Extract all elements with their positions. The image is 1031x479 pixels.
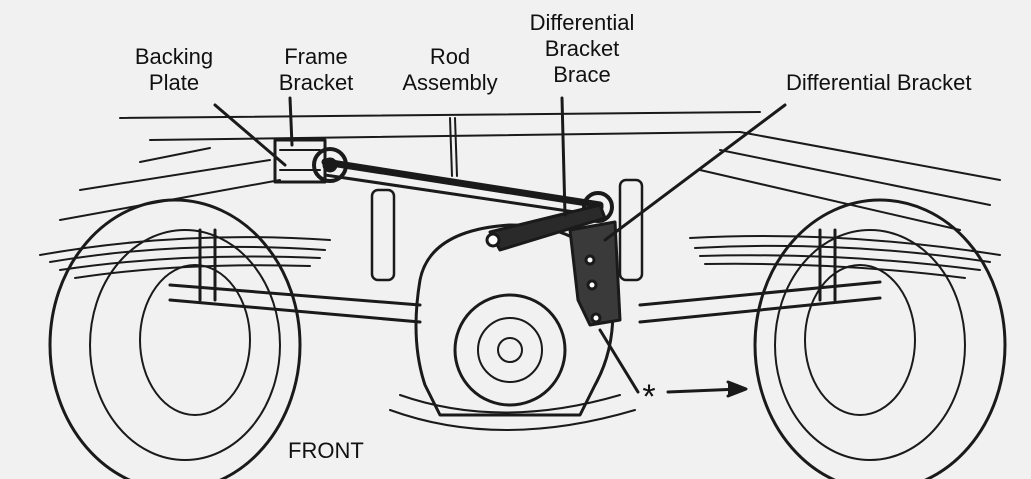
asterisk-marker: * bbox=[642, 378, 656, 416]
left-leaf-spring bbox=[39, 228, 331, 302]
label-rod-assembly: Rod Assembly bbox=[384, 44, 516, 96]
frame-bracket bbox=[273, 138, 327, 184]
label-line: Brace bbox=[553, 62, 611, 87]
label-front: FRONT bbox=[288, 438, 364, 463]
right-tire bbox=[753, 198, 1007, 479]
label-line: Plate bbox=[148, 70, 200, 95]
label-line: Rod bbox=[429, 44, 471, 69]
leader-lines bbox=[213, 96, 787, 394]
arrow-icon bbox=[666, 380, 748, 398]
label-frame-bracket: Frame Bracket bbox=[246, 44, 386, 96]
label-differential-bracket: Differential Bracket bbox=[786, 70, 972, 95]
rod-assembly bbox=[312, 147, 614, 223]
label-line: Differential bbox=[529, 10, 635, 35]
frame-rails bbox=[59, 111, 1001, 231]
label-backing-plate: Backing Plate bbox=[104, 44, 244, 96]
label-line: Bracket bbox=[544, 36, 620, 61]
label-line: Frame bbox=[284, 44, 348, 69]
left-tire bbox=[48, 198, 302, 479]
differential-bracket-brace bbox=[485, 203, 607, 252]
right-leaf-spring bbox=[689, 228, 1001, 302]
differential-bracket bbox=[568, 220, 622, 327]
label-line: Bracket bbox=[278, 70, 354, 95]
label-line: Assembly bbox=[402, 70, 498, 95]
label-differential-bracket-brace: Differential Bracket Brace bbox=[502, 10, 662, 88]
label-line: Backing bbox=[134, 44, 214, 69]
